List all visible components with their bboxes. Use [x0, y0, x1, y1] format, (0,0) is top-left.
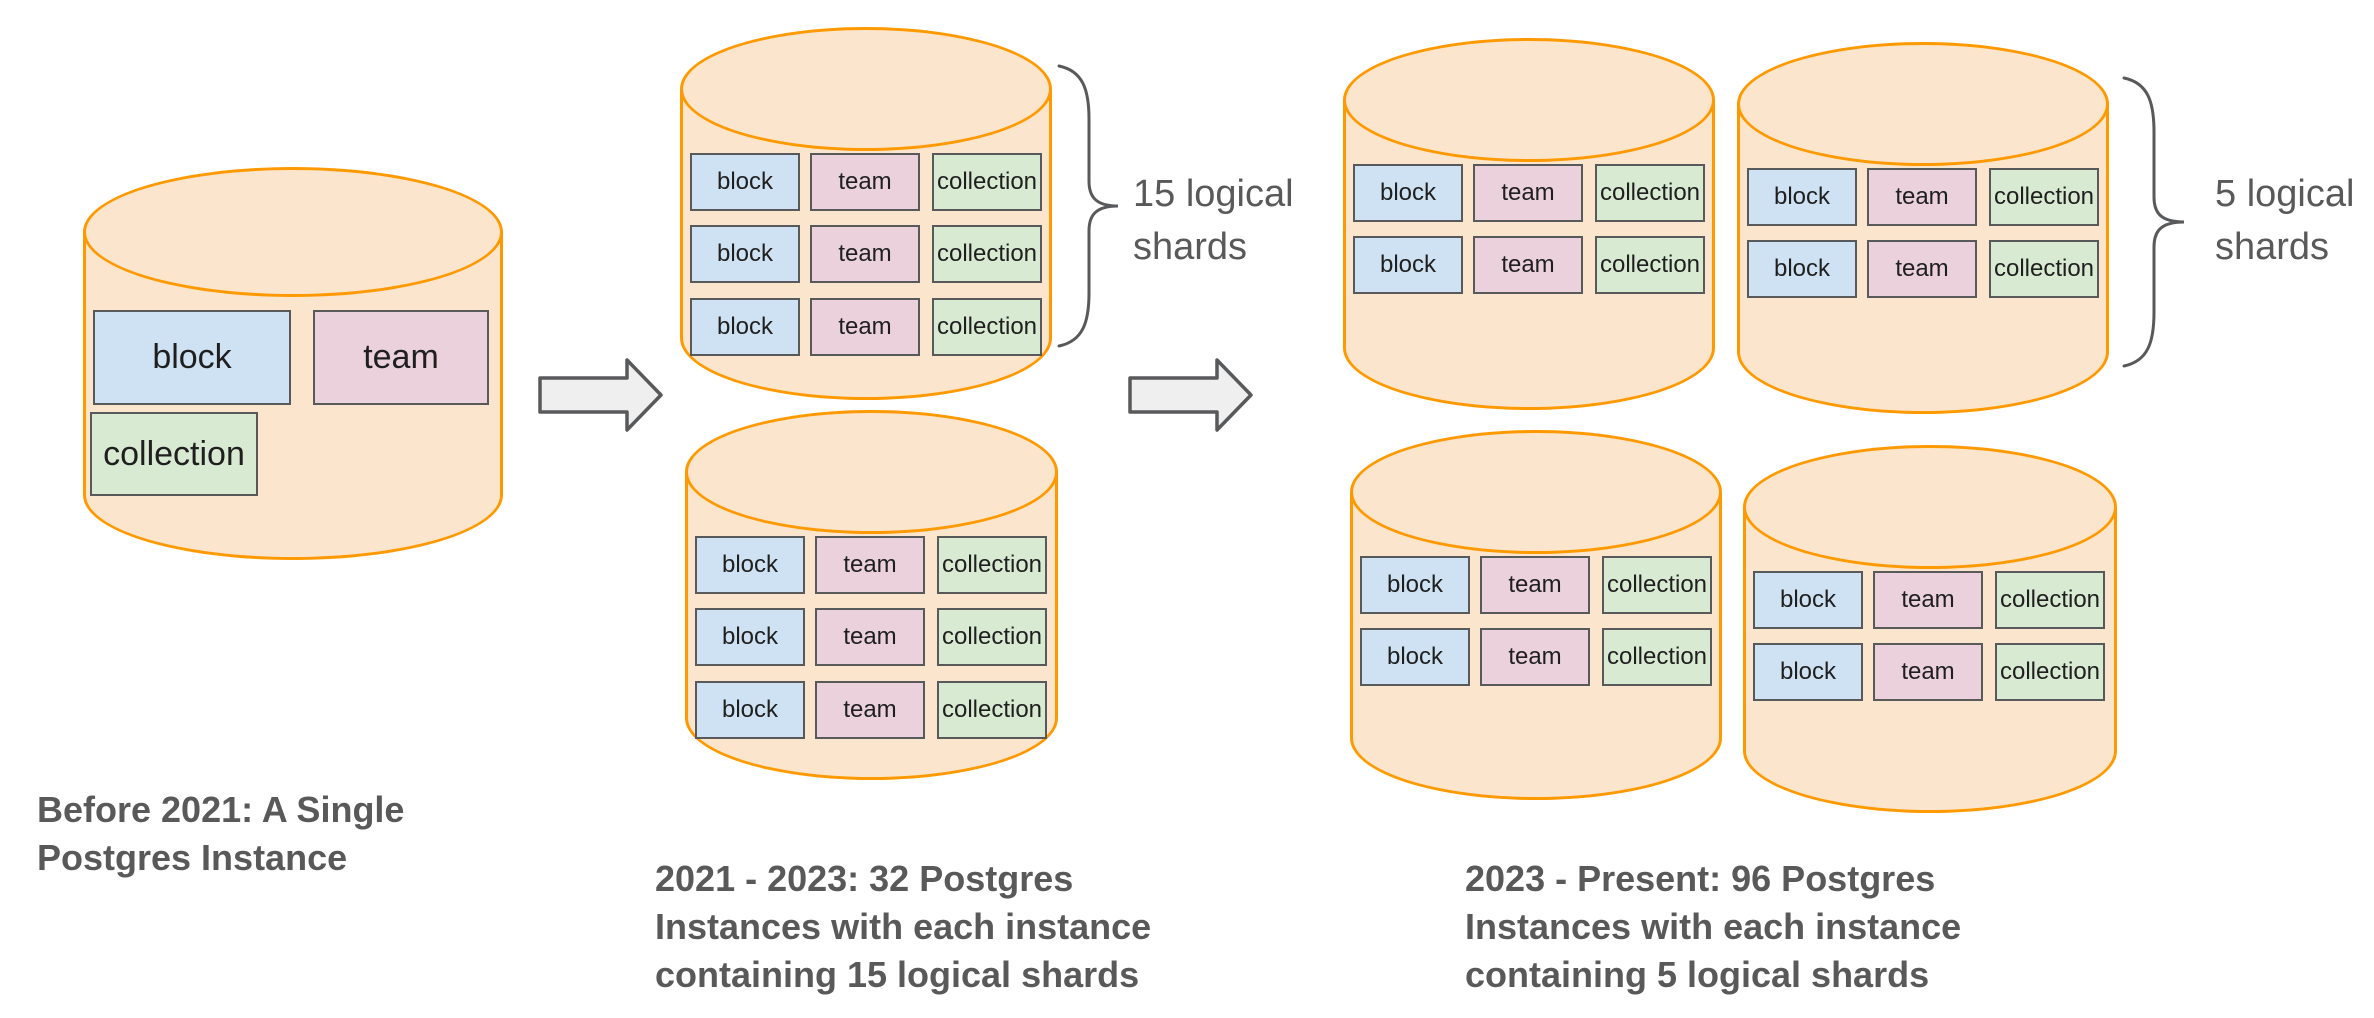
table-box-block: block	[690, 225, 800, 283]
table-box-collection: collection	[932, 298, 1042, 356]
caption-line: 2023 - Present: 96 Postgres	[1465, 858, 1936, 899]
caption-line: 2021 - 2023: 32 Postgres	[655, 858, 1074, 899]
table-box-collection: collection	[937, 681, 1047, 739]
table-box-block: block	[695, 536, 805, 594]
annotation-line: 5 logical	[2215, 173, 2355, 215]
table-box-collection: collection	[937, 608, 1047, 666]
arrow-right-icon	[1128, 358, 1253, 432]
table-box-collection: collection	[90, 412, 258, 496]
cylinder-top-ellipse	[685, 410, 1058, 534]
table-box-team: team	[815, 681, 925, 739]
postgres-instance-cylinder: block team collection block team collect…	[1350, 430, 1722, 800]
table-box-block: block	[1753, 643, 1863, 701]
stage-caption: 2021 - 2023: 32 Postgres Instances with …	[655, 855, 1151, 999]
caption-line: containing 5 logical shards	[1465, 954, 1930, 995]
table-box-team: team	[1480, 556, 1590, 614]
curly-brace-icon	[1057, 64, 1119, 348]
shard-count-annotation: 5 logical shards	[2215, 168, 2354, 274]
table-box-collection: collection	[1602, 628, 1712, 686]
shard-count-annotation: 15 logical shards	[1133, 168, 1294, 274]
table-box-collection: collection	[1595, 164, 1705, 222]
table-box-block: block	[1360, 628, 1470, 686]
table-box-collection: collection	[1995, 571, 2105, 629]
table-box-team: team	[1873, 571, 1983, 629]
caption-line: containing 15 logical shards	[655, 954, 1140, 995]
postgres-instance-cylinder: block team collection block team collect…	[685, 410, 1058, 780]
table-box-collection: collection	[1989, 240, 2099, 298]
table-box-block: block	[1360, 556, 1470, 614]
table-box-team: team	[810, 153, 920, 211]
caption-line: Instances with each instance	[1465, 906, 1962, 947]
postgres-instance-cylinder: block team collection	[83, 167, 503, 560]
table-box-collection: collection	[1995, 643, 2105, 701]
table-box-team: team	[313, 310, 489, 405]
table-box-team: team	[1473, 164, 1583, 222]
table-box-block: block	[1353, 164, 1463, 222]
annotation-line: shards	[2215, 226, 2330, 268]
table-box-collection: collection	[932, 153, 1042, 211]
table-box-block: block	[1747, 168, 1857, 226]
cylinder-top-ellipse	[1350, 430, 1722, 554]
table-box-block: block	[690, 153, 800, 211]
caption-line: Before 2021: A Single	[37, 789, 405, 830]
postgres-instance-cylinder: block team collection block team collect…	[1737, 42, 2109, 414]
arrow-right-icon	[538, 358, 663, 432]
stage-caption: 2023 - Present: 96 Postgres Instances wi…	[1465, 855, 1961, 999]
postgres-instance-cylinder: block team collection block team collect…	[1343, 38, 1715, 410]
table-box-block: block	[93, 310, 291, 405]
table-box-collection: collection	[1595, 236, 1705, 294]
cylinder-top-ellipse	[1743, 445, 2117, 569]
table-box-team: team	[1867, 168, 1977, 226]
table-box-collection: collection	[932, 225, 1042, 283]
table-box-collection: collection	[1602, 556, 1712, 614]
table-box-block: block	[1353, 236, 1463, 294]
table-box-block: block	[695, 608, 805, 666]
table-box-team: team	[810, 225, 920, 283]
table-box-collection: collection	[937, 536, 1047, 594]
caption-line: Instances with each instance	[655, 906, 1152, 947]
table-box-team: team	[1473, 236, 1583, 294]
annotation-line: 15 logical	[1133, 173, 1294, 215]
postgres-instance-cylinder: block team collection block team collect…	[680, 27, 1052, 400]
table-box-team: team	[815, 608, 925, 666]
cylinder-top-ellipse	[83, 167, 503, 297]
table-box-block: block	[1753, 571, 1863, 629]
table-box-block: block	[690, 298, 800, 356]
curly-brace-icon	[2122, 76, 2185, 368]
table-box-team: team	[815, 536, 925, 594]
cylinder-top-ellipse	[1737, 42, 2109, 166]
stage-caption: Before 2021: A Single Postgres Instance	[37, 786, 404, 882]
postgres-instance-cylinder: block team collection block team collect…	[1743, 445, 2117, 813]
caption-line: Postgres Instance	[37, 837, 348, 878]
table-box-team: team	[1480, 628, 1590, 686]
cylinder-top-ellipse	[1343, 38, 1715, 162]
table-box-block: block	[695, 681, 805, 739]
annotation-line: shards	[1133, 226, 1248, 268]
table-box-team: team	[810, 298, 920, 356]
table-box-team: team	[1873, 643, 1983, 701]
table-box-collection: collection	[1989, 168, 2099, 226]
table-box-block: block	[1747, 240, 1857, 298]
cylinder-top-ellipse	[680, 27, 1052, 151]
table-box-team: team	[1867, 240, 1977, 298]
